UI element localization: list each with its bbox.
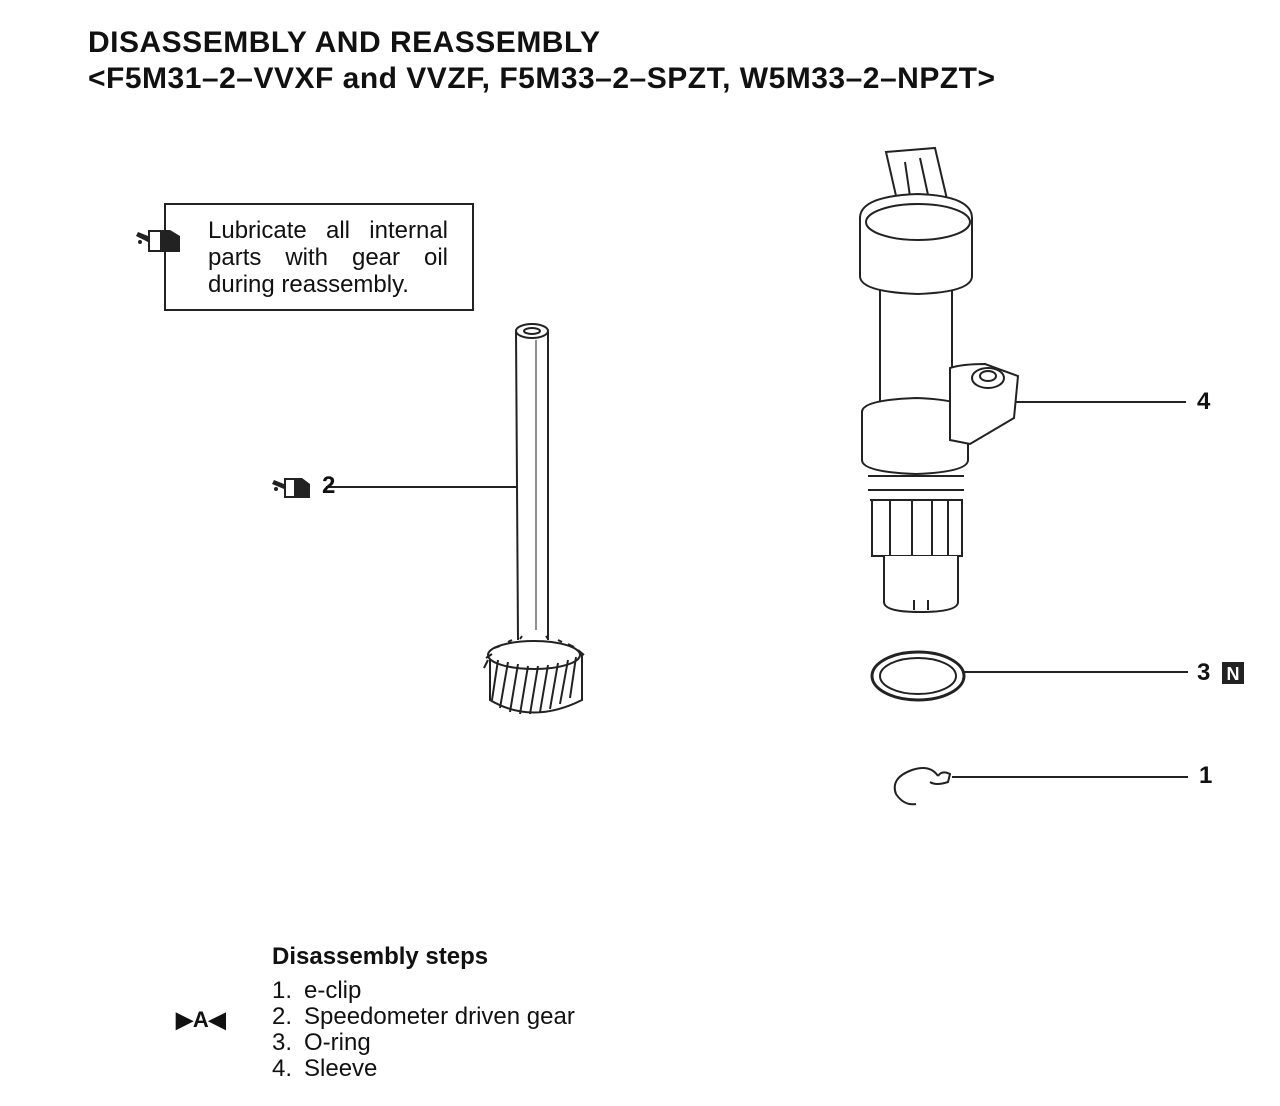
callout-e-clip: 1 — [1199, 762, 1213, 789]
list-item: 1.e-clip — [272, 977, 362, 1004]
steps-list: 1.e-clip 2.Speedometer driven gear 3.O-r… — [272, 978, 575, 1082]
e-clip — [893, 767, 952, 806]
lubrication-note-box: Lubricate all internal parts with gear o… — [164, 203, 474, 311]
svg-text:N: N — [1227, 664, 1240, 684]
speedometer-driven-gear — [483, 323, 585, 715]
new-part-badge: N — [1222, 662, 1244, 684]
model-subtitle: <F5M31–2–VVXF and VVZF, F5M33–2–SPZT, W5… — [88, 62, 996, 95]
o-ring — [870, 650, 966, 702]
callout-sleeve: 4 — [1197, 388, 1211, 415]
service-point-marker: ▶A◀ — [176, 1007, 226, 1032]
oil-can-icon — [136, 230, 180, 252]
callout-o-ring: 3 — [1197, 659, 1211, 686]
steps-title: Disassembly steps — [272, 943, 489, 970]
leader-lines — [326, 401, 1188, 778]
sleeve — [859, 146, 1020, 614]
oil-can-icon — [272, 478, 310, 498]
page-title: DISASSEMBLY AND REASSEMBLY — [88, 26, 601, 59]
list-item: 3.O-ring — [272, 1029, 371, 1056]
lubrication-note-text: Lubricate all internal parts with gear o… — [208, 217, 448, 298]
list-item: 4.Sleeve — [272, 1055, 378, 1082]
callout-gear: 2 — [322, 472, 336, 499]
list-item: 2.Speedometer driven gear — [272, 1003, 575, 1030]
disassembly-steps: Disassembly steps 1.e-clip 2.Speedometer… — [272, 944, 575, 1082]
